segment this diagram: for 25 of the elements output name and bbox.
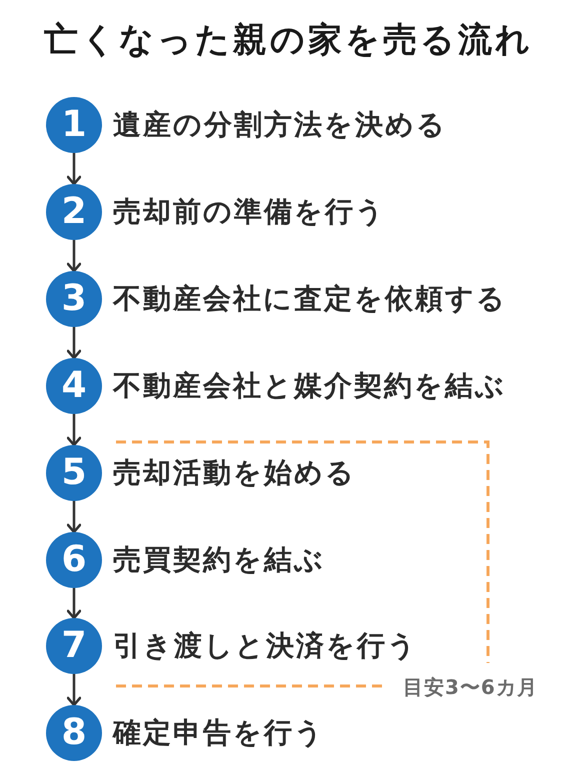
step-text: 売買契約を結ぶ bbox=[113, 542, 325, 578]
step-number-circle: 4 bbox=[46, 358, 102, 414]
arrow bbox=[66, 672, 82, 706]
step-number-circle: 3 bbox=[46, 271, 102, 327]
step-text: 売却前の準備を行う bbox=[113, 194, 386, 230]
arrow bbox=[66, 586, 82, 620]
arrow bbox=[66, 152, 82, 186]
step-number-circle: 2 bbox=[46, 184, 102, 240]
arrow bbox=[66, 500, 82, 534]
step-text: 引き渡しと決済を行う bbox=[113, 628, 418, 664]
arrow bbox=[66, 238, 82, 272]
step-text: 不動産会社に査定を依頼する bbox=[113, 281, 507, 317]
step-number-circle: 1 bbox=[46, 97, 102, 153]
step-text: 売却活動を始める bbox=[113, 455, 356, 491]
step-number-circle: 8 bbox=[46, 705, 102, 761]
step-number-circle: 5 bbox=[46, 445, 102, 501]
arrow bbox=[66, 412, 82, 446]
title: 亡くなった親の家を売る流れ bbox=[44, 20, 533, 60]
duration-label: 目安3〜6カ月 bbox=[403, 675, 538, 699]
step-text: 不動産会社と媒介契約を結ぶ bbox=[113, 368, 506, 404]
step-text: 確定申告を行う bbox=[113, 715, 325, 751]
step-number-circle: 7 bbox=[46, 618, 102, 674]
arrow bbox=[66, 326, 82, 360]
step-text: 遺産の分割方法を決める bbox=[113, 107, 447, 143]
step-number-circle: 6 bbox=[46, 532, 102, 588]
